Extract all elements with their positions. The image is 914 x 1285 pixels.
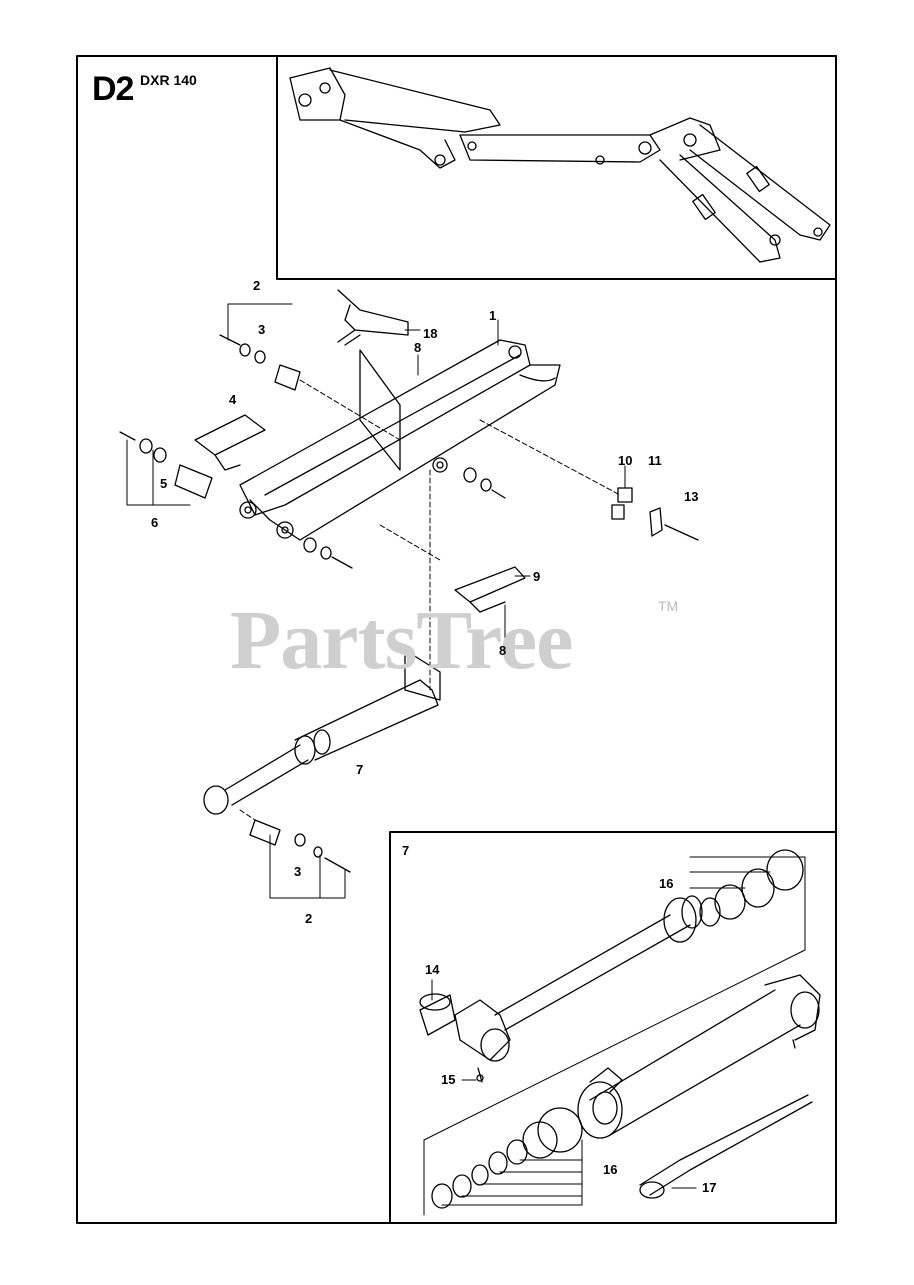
callout-3-lower: 3 <box>294 864 302 879</box>
callout-8-lower: 8 <box>499 643 507 658</box>
callout-2-lower: 2 <box>305 911 313 926</box>
cylinder-inset-frame <box>389 831 837 1224</box>
callout-7: 7 <box>356 762 364 777</box>
callout-3: 3 <box>258 322 266 337</box>
callout-1: 1 <box>489 308 497 323</box>
watermark-tm: TM <box>658 598 679 614</box>
callout-16-lower: 16 <box>603 1162 618 1177</box>
callout-13: 13 <box>684 489 699 504</box>
watermark-text: PartsTree <box>230 594 573 687</box>
main-boom-drawing <box>119 289 699 899</box>
diagram-code: D2 <box>92 70 134 108</box>
callout-17: 17 <box>702 1180 717 1195</box>
callout-8: 8 <box>414 340 422 355</box>
cylinder-exploded-drawing <box>419 849 821 1216</box>
cylinder-inset-label: 7 <box>402 843 410 858</box>
model-name: DXR 140 <box>140 72 197 88</box>
callout-2: 2 <box>253 278 261 293</box>
callout-6: 6 <box>151 515 159 530</box>
overview-arm-drawing <box>289 67 831 263</box>
callout-16-upper: 16 <box>659 876 674 891</box>
overview-inset-frame <box>276 55 837 280</box>
callout-18: 18 <box>423 326 438 341</box>
callout-9: 9 <box>533 569 541 584</box>
callout-15: 15 <box>441 1072 456 1087</box>
callout-11: 11 <box>648 453 662 468</box>
callout-14: 14 <box>425 962 440 977</box>
callout-4: 4 <box>229 392 237 407</box>
callout-5: 5 <box>160 476 168 491</box>
callout-10: 10 <box>618 453 633 468</box>
